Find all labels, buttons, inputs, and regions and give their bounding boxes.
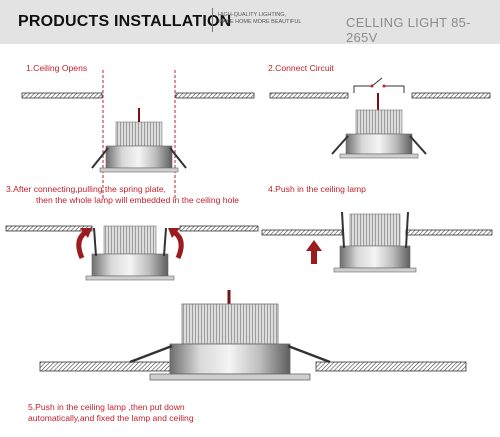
step-1-line-1: 1.Ceiling Opens [26, 63, 88, 73]
header-tagline: HIGH-QUALITY LIGHTING, MAKE HOME MORE BE… [218, 12, 301, 26]
header-product: CELLING LIGHT 85-265V [346, 15, 471, 45]
header-tagline-line2: MAKE HOME MORE BEAUTIFUL [218, 19, 302, 25]
step-2-label: 2.Connect Circuit [268, 63, 334, 74]
step-2-line-1: 2.Connect Circuit [268, 63, 334, 73]
step-4-label: 4.Push in the ceiling lamp [268, 184, 366, 195]
header-title: PRODUCTS INSTALLATION [18, 13, 232, 30]
step-3-label: 3.After connecting,pulling the spring pl… [6, 184, 239, 206]
step-5-line-2: automatically,and fixed the lamp and cei… [28, 413, 194, 423]
step-4-line-1: 4.Push in the ceiling lamp [268, 184, 366, 194]
header-banner: PRODUCTS INSTALLATION HIGH-QUALITY LIGHT… [0, 0, 500, 45]
step-3-diagram [5, 225, 259, 281]
step-3-line-2: then the whole lamp will embedded in the… [36, 195, 240, 205]
header-tagline-line1: HIGH-QUALITY LIGHTING, [218, 12, 287, 18]
step-3-line-1: 3.After connecting,pulling the spring pl… [6, 184, 167, 194]
step-1-label: 1.Ceiling Opens [26, 63, 87, 74]
step-5-diagram [39, 290, 467, 381]
step-4-diagram [261, 211, 493, 273]
header-divider [212, 8, 213, 32]
step-2-diagram [269, 77, 491, 159]
step-1-diagram [21, 70, 255, 198]
step-5-label: 5.Push in the ceiling lamp ,then put dow… [28, 402, 194, 424]
step-5-line-1: 5.Push in the ceiling lamp ,then put dow… [28, 402, 185, 412]
